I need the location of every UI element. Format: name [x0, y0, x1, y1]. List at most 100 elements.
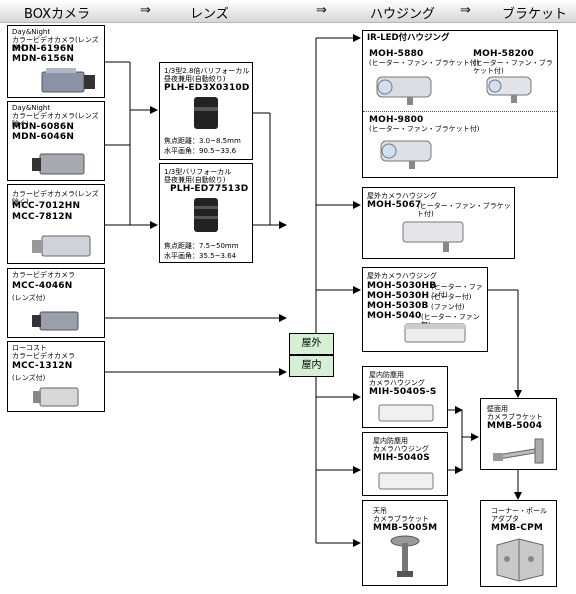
header-step-housing: ハウジング	[370, 7, 436, 22]
housing-model: MOH-5880	[369, 49, 424, 59]
camera-line-1: カラービデオカメラ(レンズ除く)	[12, 190, 99, 206]
outdoor-housing-image	[404, 323, 466, 343]
camera-model: MCC-1312N	[12, 361, 73, 371]
box-camera-image	[32, 311, 79, 331]
bracket-line-2: カメラブラケット	[487, 413, 543, 421]
header-step-box-camera: BOXカメラ	[24, 7, 90, 22]
housing-model: MOH-5030H	[367, 291, 430, 301]
lens-line-2: 昼夜兼用(自動絞り)	[164, 75, 226, 83]
adapter-line-1: コーナー・ポール	[491, 507, 547, 515]
ir-housing-image	[376, 76, 432, 105]
housing-line-2: カメラハウジング	[373, 445, 429, 453]
bracket-model: MMB-5004	[487, 421, 543, 431]
outdoor-button[interactable]: 屋外	[289, 333, 334, 355]
lens-model: PLH-ED77513D	[170, 184, 249, 194]
camera-note: (レンズ付)	[12, 294, 46, 302]
ceiling-bracket-image	[390, 535, 420, 577]
housing-note: (ヒーター・ファン付)	[431, 283, 483, 299]
housing-note: (ヒーター・ファン・ブラケット付)	[417, 202, 511, 218]
ceiling-bracket-box-mmb-5005m: 天吊 カメラブラケット MMB-5005M	[362, 500, 448, 586]
indoor-housing-image	[378, 404, 434, 422]
camera-line-1: Day&Night	[12, 28, 51, 36]
housing-title: 屋外カメラハウジング	[367, 272, 437, 280]
box-camera-image	[32, 153, 85, 175]
ir-housing-image	[486, 76, 532, 103]
housing-model: MOH-5030B	[367, 301, 429, 311]
housing-line-1: 屋内防塵用	[373, 437, 408, 445]
camera-box-mcc-1312n: ローコスト カラービデオカメラ MCC-1312N (レンズ付)	[7, 341, 105, 412]
camera-model: MDN-6046N	[12, 132, 75, 142]
ir-housing-box: IR-LED付ハウジング MOH-5880 (ヒーター・ファン・ブラケット付) …	[362, 30, 558, 178]
housing-note: (ヒーター・ファン・ブラケット付)	[369, 125, 480, 133]
header-step-bracket: ブラケット	[502, 7, 568, 22]
lens-line-1: 1/3型バリフォーカル	[164, 168, 232, 176]
camera-line-1: カラービデオカメラ	[12, 271, 75, 279]
lens-box-plh-ed77513d: 1/3型バリフォーカル 昼夜兼用(自動絞り) PLH-ED77513D 焦点距離…	[159, 163, 253, 263]
housing-note: (ヒーター・ファン・ブラケット付)	[473, 59, 553, 75]
indoor-housing-image	[378, 472, 434, 490]
outdoor-housing-box-moh-5030: 屋外カメラハウジング MOH-5030HB (ヒーター・ファン付) MOH-50…	[362, 267, 488, 352]
bracket-line-1: 壁面用	[487, 405, 508, 413]
indoor-housing-box-mih-5040s: 屋内防塵用 カメラハウジング MIH-5040S	[362, 432, 448, 496]
camera-model: MDN-6086N	[12, 122, 75, 132]
lens-line-1: 1/3型2.8倍バリフォーカル	[164, 67, 250, 75]
adapter-line-2: アダプタ	[491, 515, 519, 523]
camera-line-1: Day&Night	[12, 104, 51, 112]
header-arrow: ⇒	[316, 3, 327, 18]
camera-line-1: ローコスト	[12, 344, 47, 352]
housing-model: MOH-5030HB	[367, 281, 437, 291]
camera-model: MDN-6196N	[12, 44, 75, 54]
camera-line-2: カラービデオカメラ	[12, 352, 75, 360]
camera-line-2: カラービデオカメラ(レンズ除く)	[12, 36, 99, 52]
housing-model: MOH-58200	[473, 49, 534, 59]
housing-note: (ヒーター・ファン・ブラケット付)	[369, 59, 480, 67]
divider	[363, 111, 557, 112]
camera-note: (レンズ付)	[12, 374, 46, 382]
box-camera-image	[41, 68, 95, 93]
bracket-line-2: カメラブラケット	[373, 515, 429, 523]
adapter-model: MMB-CPM	[491, 523, 544, 533]
wall-bracket-image	[493, 438, 544, 464]
bracket-line-1: 天吊	[373, 507, 387, 515]
lens-box-plh-ed3x0310d: 1/3型2.8倍バリフォーカル 昼夜兼用(自動絞り) PLH-ED3X0310D…	[159, 62, 253, 160]
lens-image	[194, 97, 218, 129]
header-step-lens: レンズ	[190, 7, 229, 22]
indoor-button[interactable]: 屋内	[289, 355, 334, 377]
camera-box-mcc-7012hn: カラービデオカメラ(レンズ除く) MCC-7012HN MCC-7812N	[7, 184, 105, 264]
camera-box-mdn-6086n: Day&Night カラービデオカメラ(レンズ除く) MDN-6086N MDN…	[7, 101, 105, 181]
indoor-housing-box-mih-5040s-s: 屋内防塵用 カメラハウジング MIH-5040S-S	[362, 366, 448, 428]
lens-spec-angle: 水平画角：35.5~3.64	[164, 252, 237, 260]
lens-image	[194, 198, 218, 232]
lens-model: PLH-ED3X0310D	[164, 83, 250, 93]
housing-model: MOH-9800	[369, 115, 424, 125]
header-arrow: ⇒	[460, 3, 471, 18]
lens-spec-focal: 焦点距離：3.0~8.5mm	[164, 137, 241, 145]
housing-line-1: 屋内防塵用	[369, 371, 404, 379]
housing-model: MOH-5040	[367, 311, 422, 321]
ir-housing-title: IR-LED付ハウジング	[367, 33, 450, 43]
housing-model: MIH-5040S-S	[369, 387, 437, 397]
camera-model: MCC-7012HN	[12, 201, 81, 211]
housing-title: 屋外カメラハウジング	[367, 192, 437, 200]
ir-housing-image	[380, 140, 432, 169]
box-camera-image	[32, 235, 91, 257]
camera-model: MDN-6156N	[12, 54, 75, 64]
lens-spec-angle: 水平画角：90.5~33.6	[164, 147, 237, 155]
outdoor-housing-box-moh-5067: 屋外カメラハウジング MOH-5067 (ヒーター・ファン・ブラケット付)	[362, 187, 515, 259]
wall-bracket-box-mmb-5004: 壁面用 カメラブラケット MMB-5004	[480, 398, 557, 470]
housing-note: (ヒーター付)	[431, 293, 472, 301]
box-camera-image	[33, 387, 79, 407]
lens-spec-focal: 焦点距離：7.5~50mm	[164, 242, 239, 250]
corner-pole-adapter-box-mmb-cpm: コーナー・ポール アダプタ MMB-CPM	[480, 500, 557, 587]
housing-line-2: カメラハウジング	[369, 379, 425, 387]
lens-line-2: 昼夜兼用(自動絞り)	[164, 176, 226, 184]
camera-model: MCC-7812N	[12, 212, 73, 222]
housing-note: (ファン付)	[431, 303, 465, 311]
header-bar: BOXカメラ ⇒ レンズ ⇒ ハウジング ⇒ ブラケット	[0, 0, 576, 23]
corner-pole-adapter-image	[496, 538, 544, 582]
camera-model: MCC-4046N	[12, 281, 73, 291]
outdoor-housing-image	[402, 221, 464, 252]
header-arrow: ⇒	[140, 3, 151, 18]
camera-line-2: カラービデオカメラ(レンズ除く)	[12, 112, 99, 128]
